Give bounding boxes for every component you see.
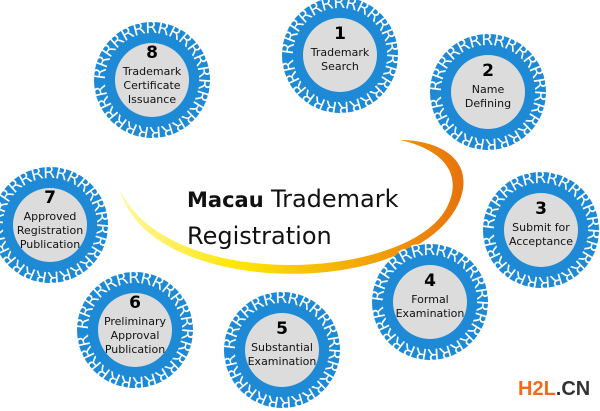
step-label-line: Publication (20, 238, 80, 251)
step-label-line: Approval (111, 329, 160, 342)
step-label-line: Trademark (122, 65, 182, 78)
inner-disc (245, 313, 319, 387)
step-number: 8 (146, 43, 158, 63)
step-label-line: Approved (24, 210, 77, 223)
inner-disc (393, 265, 467, 339)
step-label-line: Preliminary (104, 315, 167, 328)
inner-disc (451, 55, 525, 129)
step-label-line: Defining (465, 97, 511, 110)
step-3-circle: RRRRRRRRRRRRRRRRRRRRRRRRRR3Submit forAcc… (479, 168, 600, 292)
step-number: 4 (424, 271, 436, 291)
step-number: 7 (44, 188, 56, 208)
step-number: 2 (482, 61, 494, 81)
watermark-logo: H2L.CN (518, 378, 591, 400)
inner-disc (303, 18, 377, 92)
step-label-line: Issuance (128, 93, 176, 106)
step-number: 3 (535, 199, 547, 219)
step-5-circle: RRRRRRRRRRRRRRRRRRRRRRRRRR5SubstantialEx… (220, 288, 345, 411)
step-label-line: Trademark (310, 46, 370, 59)
step-6-circle: RRRRRRRRRRRRRRRRRRRRRRRRRR6PreliminaryAp… (73, 268, 198, 392)
step-label-line: Search (321, 60, 359, 73)
inner-disc (115, 43, 189, 117)
step-1-circle: RRRRRRRRRRRRRRRRRRRRRRRRRR1TrademarkSear… (278, 0, 402, 117)
step-label-line: Acceptance (509, 235, 573, 248)
inner-disc (98, 293, 172, 367)
step-number: 1 (334, 24, 346, 44)
step-label-line: Certificate (123, 79, 180, 92)
step-8-circle: RRRRRRRRRRRRRRRRRRRRRRRRRR8TrademarkCert… (90, 18, 215, 142)
inner-disc (13, 188, 87, 262)
step-4-circle: RRRRRRRRRRRRRRRRRRRRRRRRRR4FormalExamina… (368, 240, 493, 364)
diagram-title: Macau Trademark Registration (187, 185, 399, 250)
step-number: 6 (129, 293, 141, 313)
inner-disc (504, 193, 578, 267)
step-label-line: Publication (105, 343, 165, 356)
step-label-line: Submit for (512, 221, 570, 234)
step-label-line: Name (472, 83, 505, 96)
step-label-line: Examination (396, 307, 465, 320)
step-label-line: Substantial (251, 341, 313, 354)
step-label-line: Registration (17, 224, 83, 237)
step-7-circle: RRRRRRRRRRRRRRRRRRRRRRRRRR7ApprovedRegis… (0, 163, 112, 287)
step-label-line: Examination (248, 355, 317, 368)
step-label-line: Formal (411, 293, 449, 306)
step-number: 5 (276, 319, 288, 339)
